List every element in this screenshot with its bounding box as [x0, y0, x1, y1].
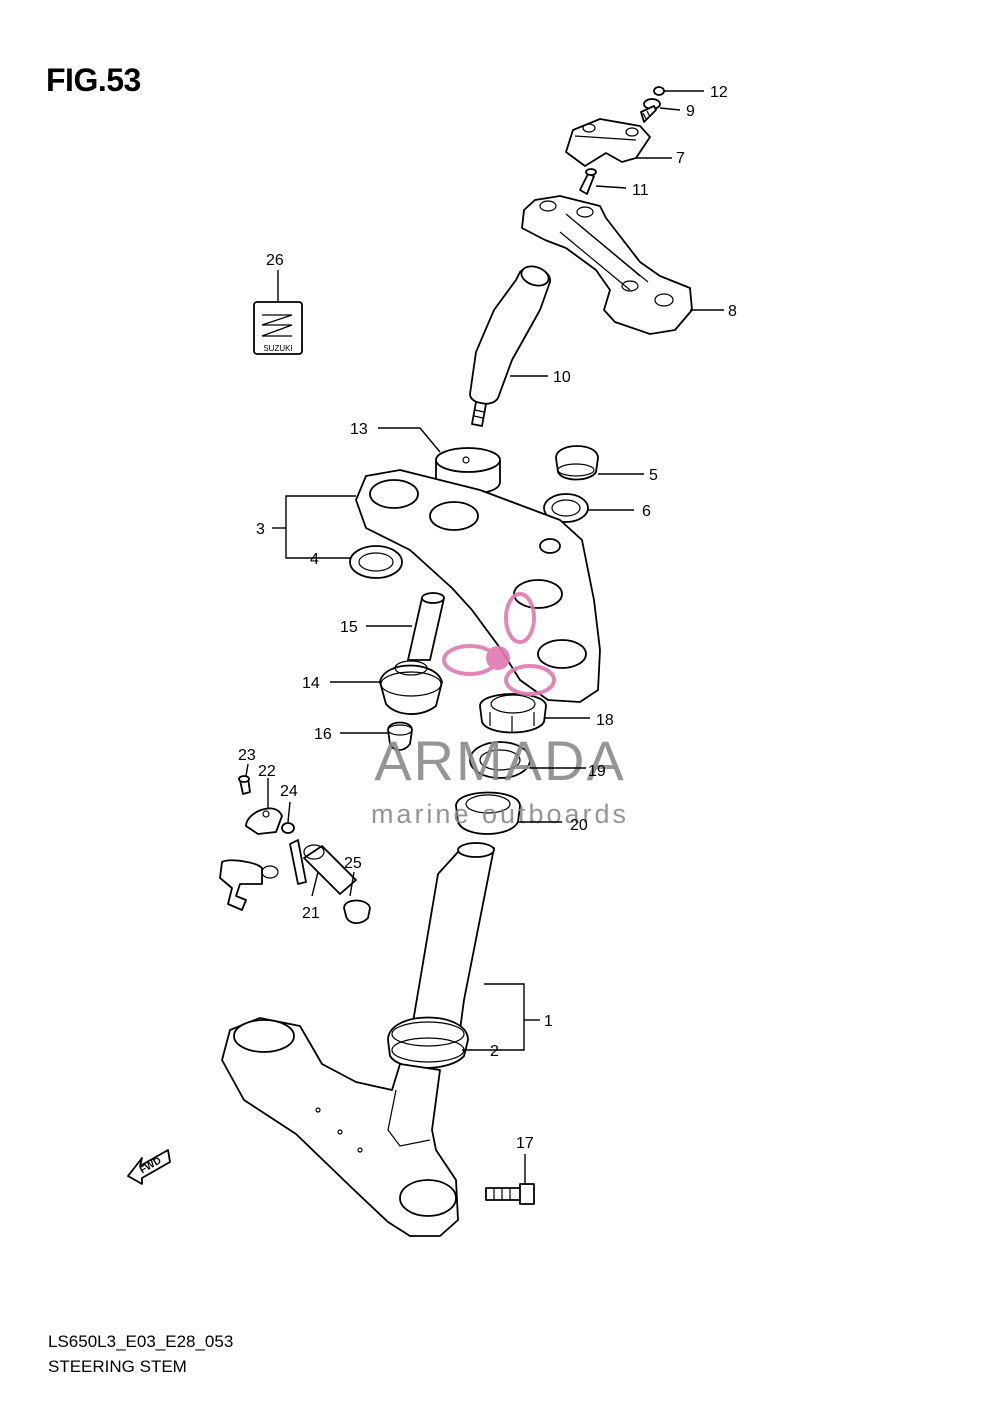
callout-7: 7 — [676, 150, 685, 167]
part-20-bearing — [455, 791, 521, 835]
fwd-arrow-icon: FWD — [127, 1149, 171, 1185]
callout-4: 4 — [310, 551, 319, 568]
part-18-lock-nut — [479, 693, 547, 734]
callout-5: 5 — [649, 467, 658, 484]
watermark-brand: ARMADA — [374, 729, 626, 792]
callout-8: 8 — [728, 303, 737, 320]
part-11-stud — [579, 168, 597, 195]
part-23-screw — [238, 775, 251, 795]
part-6-washer — [543, 493, 589, 523]
callout-12: 12 — [710, 84, 728, 101]
callout-24: 24 — [280, 783, 298, 800]
part-1-steering-stem — [221, 842, 495, 1237]
callout-25: 25 — [344, 855, 362, 872]
callout-9: 9 — [686, 103, 695, 120]
part-8-holder-lower — [521, 195, 693, 335]
part-9-bolt — [640, 98, 661, 123]
callout-15: 15 — [340, 619, 358, 636]
part-15-spacer — [407, 592, 445, 661]
part-4-washer — [349, 545, 403, 579]
callout-1: 1 — [544, 1013, 553, 1030]
callout-17: 17 — [516, 1135, 534, 1152]
callout-labels: 12 9 7 11 26 8 10 13 5 6 3 4 15 14 18 16… — [238, 84, 737, 1152]
diagram-code: LS650L3_E03_E28_053 — [48, 1332, 234, 1351]
callout-18: 18 — [596, 712, 614, 729]
part-26-emblem: SUZUKI — [253, 301, 303, 355]
part-19-dust-seal — [469, 741, 531, 779]
callout-3: 3 — [256, 521, 265, 538]
leader-lines — [245, 90, 724, 1184]
part-12-cap — [653, 86, 665, 96]
callout-10: 10 — [553, 369, 571, 386]
watermark: ARMADA marine outboards — [371, 592, 629, 829]
callout-2: 2 — [490, 1043, 499, 1060]
callout-19: 19 — [588, 763, 606, 780]
callout-11: 11 — [632, 182, 649, 199]
part-10-handlebar — [469, 265, 551, 427]
diagram-caption: STEERING STEM — [48, 1357, 187, 1376]
part-7-holder-upper — [565, 118, 651, 167]
part-24-washer — [281, 822, 295, 834]
callout-26: 26 — [266, 252, 284, 269]
callout-20: 20 — [570, 817, 588, 834]
part-17-pinch-bolt — [485, 1183, 535, 1205]
figure-title: FIG.53 — [46, 62, 141, 98]
part-14-damper — [379, 660, 443, 715]
part-3-upper-bracket — [355, 469, 601, 703]
callout-16: 16 — [314, 726, 332, 743]
emblem-text: SUZUKI — [263, 344, 292, 353]
part-5-cap-nut — [555, 445, 599, 481]
part-21-steering-lock — [219, 839, 357, 911]
part-16-grommet — [387, 721, 413, 751]
watermark-tagline: marine outboards — [371, 799, 629, 829]
watermark-logo-icon — [442, 592, 556, 696]
callout-22: 22 — [258, 763, 276, 780]
part-25-plug — [343, 899, 371, 924]
callout-14: 14 — [302, 675, 320, 692]
callout-13: 13 — [350, 421, 368, 438]
callout-6: 6 — [642, 503, 651, 520]
callout-21: 21 — [302, 905, 320, 922]
callout-23: 23 — [238, 747, 256, 764]
part-22-plate — [245, 807, 283, 835]
